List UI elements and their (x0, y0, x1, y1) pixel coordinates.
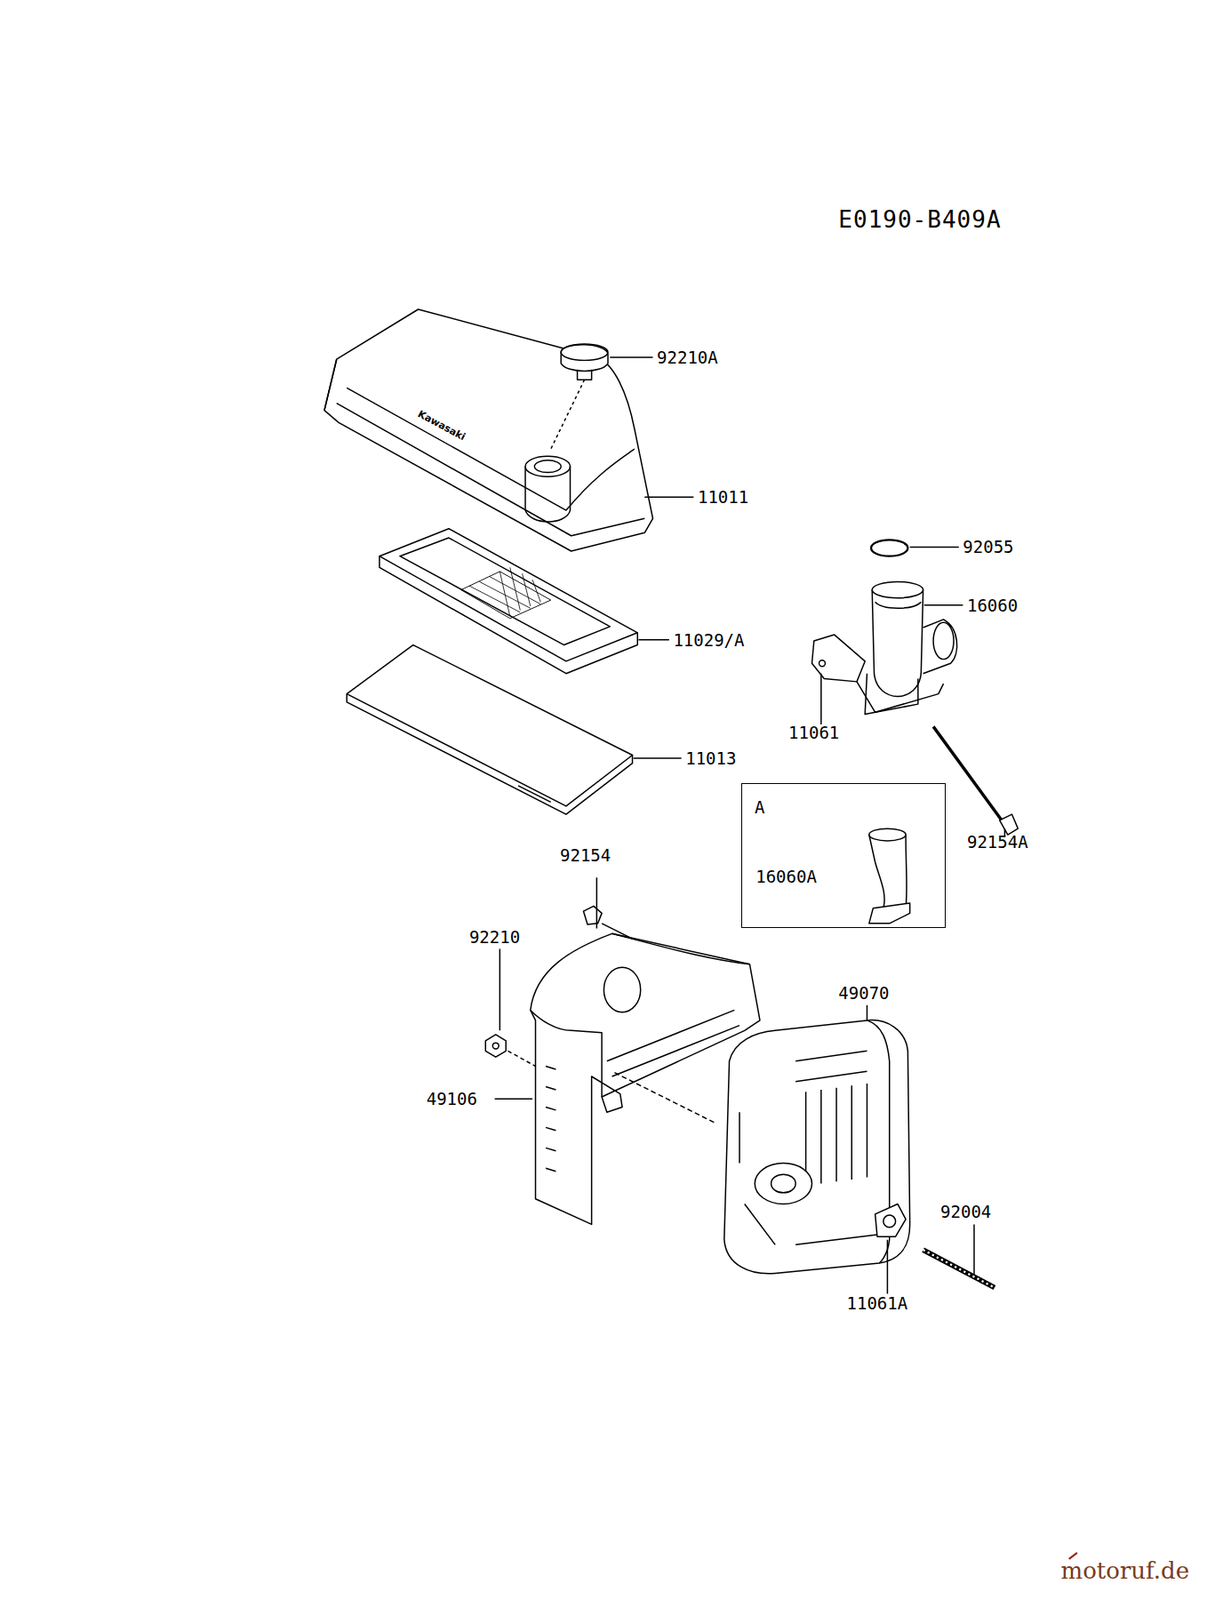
callout-number: 49106 (426, 1089, 478, 1107)
watermark: motoruf.de (1061, 1558, 1191, 1583)
callout-number: 16060A (755, 867, 817, 885)
callout-number: 11011 (697, 487, 749, 505)
callout-number: 11029/A (672, 631, 744, 648)
callout-number: 92210A (656, 348, 719, 366)
callout-number: 92154 (559, 846, 611, 864)
callout-number: 11013 (685, 749, 736, 767)
callout-number: 92210 (469, 927, 520, 945)
variant-box: A 16060A (741, 783, 946, 928)
callout-number: 92004 (940, 1203, 992, 1221)
callout-number: 49070 (838, 983, 889, 1001)
variant-letter: A (754, 798, 765, 816)
callout-number: 11061A (847, 1294, 909, 1311)
callout-number: 16060 (967, 596, 1018, 614)
callout-number: 92154A (967, 832, 1029, 850)
callout-number: 11061 (788, 723, 840, 741)
callout-number: 92055 (962, 538, 1014, 556)
diagram-code: E0190-B409A (838, 207, 1001, 232)
